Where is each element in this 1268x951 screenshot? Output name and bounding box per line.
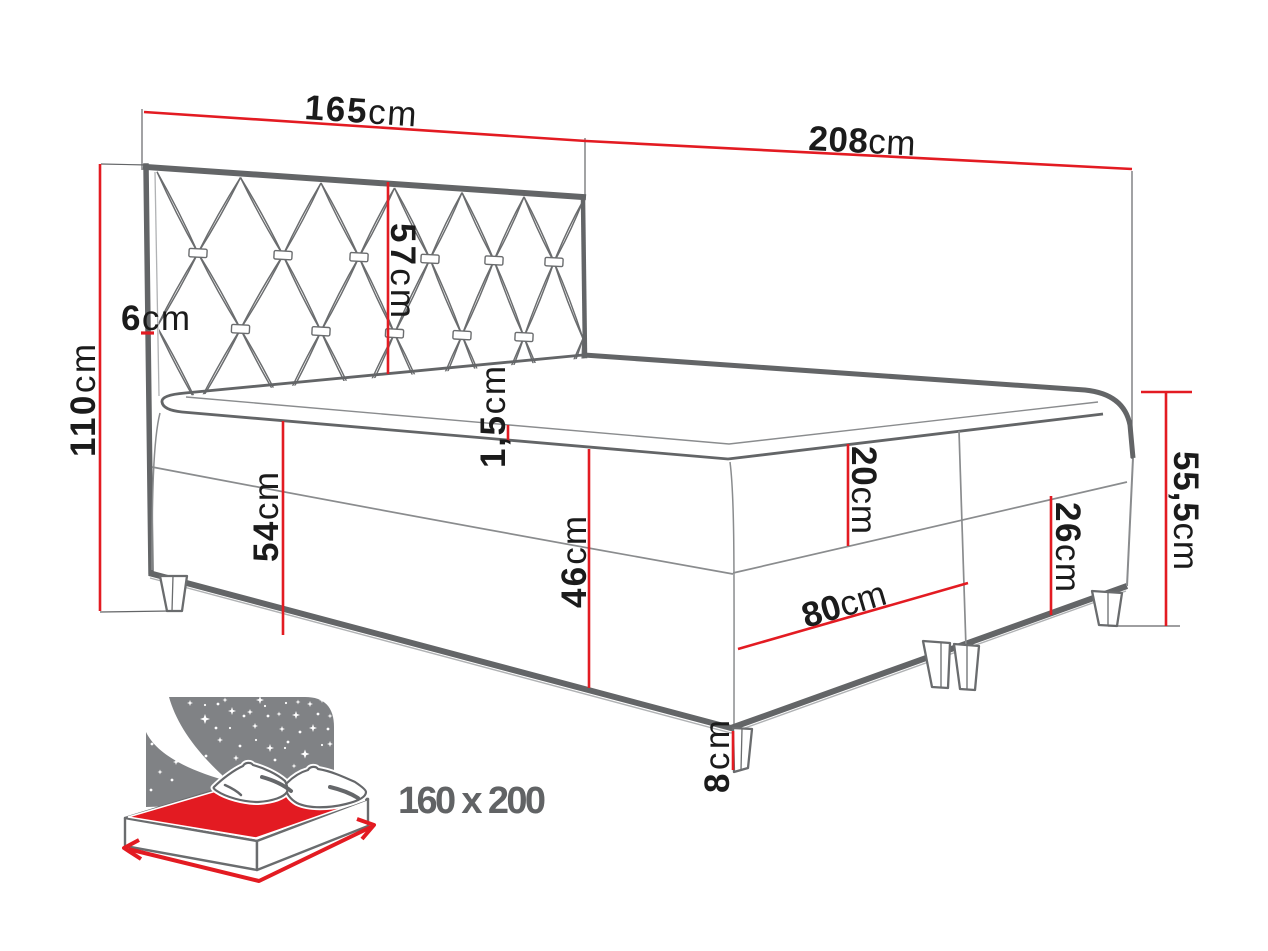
- svg-text:8cm: 8cm: [698, 720, 737, 793]
- svg-text:208cm: 208cm: [808, 119, 917, 163]
- svg-text:46cm: 46cm: [555, 516, 594, 608]
- svg-text:1,5cm: 1,5cm: [474, 366, 513, 468]
- svg-text:165cm: 165cm: [303, 88, 417, 134]
- svg-text:20cm: 20cm: [844, 446, 883, 534]
- svg-text:6cm: 6cm: [121, 299, 190, 338]
- svg-text:54cm: 54cm: [247, 472, 286, 562]
- svg-text:57cm: 57cm: [383, 223, 422, 318]
- svg-text:160 x 200: 160 x 200: [398, 780, 546, 822]
- svg-text:55,5cm: 55,5cm: [1166, 451, 1205, 570]
- svg-text:26cm: 26cm: [1048, 502, 1087, 592]
- svg-text:110cm: 110cm: [64, 344, 103, 457]
